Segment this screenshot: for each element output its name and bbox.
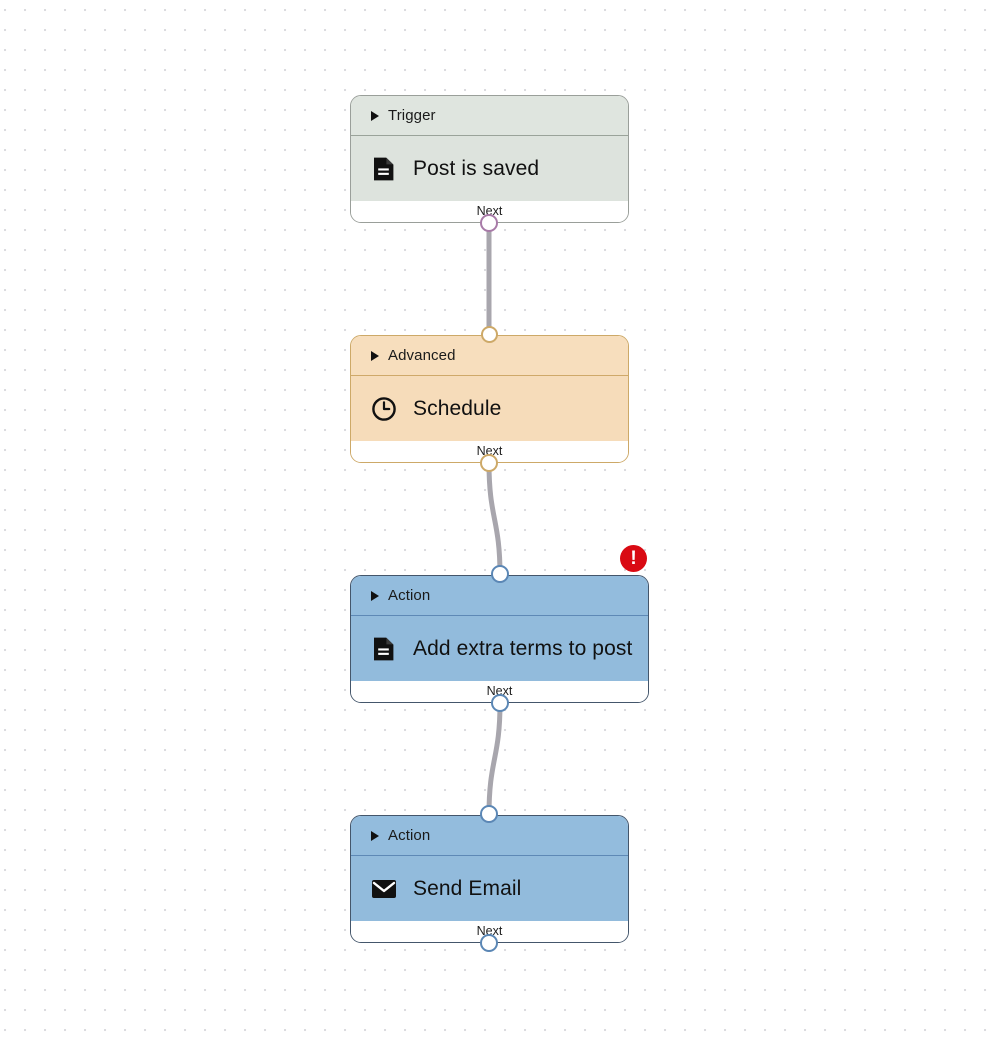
wire-action-to-email[interactable] [486, 700, 503, 818]
handle-advanced-in[interactable] [480, 325, 498, 343]
chevron-right-icon[interactable] [371, 590, 379, 601]
handle-action-in[interactable] [491, 565, 509, 583]
handle-action-out[interactable] [491, 694, 509, 712]
node-footer-next-action-send-email[interactable]: Next [351, 921, 628, 942]
node-icon-slot [371, 636, 397, 662]
node-icon-slot [371, 876, 397, 902]
node-title: Post is saved [413, 156, 540, 180]
error-badge-symbol: ! [630, 547, 637, 569]
node-body-trigger-post-is-saved[interactable]: Post is saved [351, 136, 628, 201]
node-footer-next-action-add-extra-terms[interactable]: Next [351, 681, 648, 702]
handle-trigger-out[interactable] [480, 214, 498, 232]
wire-advanced-to-action[interactable] [486, 460, 503, 578]
node-icon-slot [371, 156, 397, 182]
node-title: Schedule [413, 396, 502, 420]
node-body-advanced-schedule[interactable]: Schedule [351, 376, 628, 441]
handle-email-in[interactable] [480, 805, 498, 823]
node-type-label: Trigger [388, 107, 436, 124]
error-badge[interactable]: ! [620, 545, 647, 572]
node-body-action-add-extra-terms[interactable]: Add extra terms to post [351, 616, 648, 681]
node-title: Send Email [413, 876, 522, 900]
node-next-label: Next [486, 684, 513, 698]
chevron-right-icon[interactable] [371, 830, 379, 841]
chevron-right-icon[interactable] [371, 110, 379, 121]
node-body-action-send-email[interactable]: Send Email [351, 856, 628, 921]
node-header-advanced-schedule[interactable]: Advanced [351, 336, 628, 376]
document-icon [374, 637, 394, 660]
handle-advanced-out[interactable] [480, 454, 498, 472]
clock-icon [372, 396, 396, 421]
node-header-trigger-post-is-saved[interactable]: Trigger [351, 96, 628, 136]
envelope-icon [372, 879, 396, 898]
node-type-label: Action [388, 827, 431, 844]
document-icon [374, 157, 394, 180]
node-type-label: Action [388, 587, 431, 604]
node-icon-slot [371, 396, 397, 422]
node-title: Add extra terms to post [413, 636, 633, 660]
node-type-label: Advanced [388, 347, 456, 364]
chevron-right-icon[interactable] [371, 350, 379, 361]
handle-email-out[interactable] [480, 934, 498, 952]
